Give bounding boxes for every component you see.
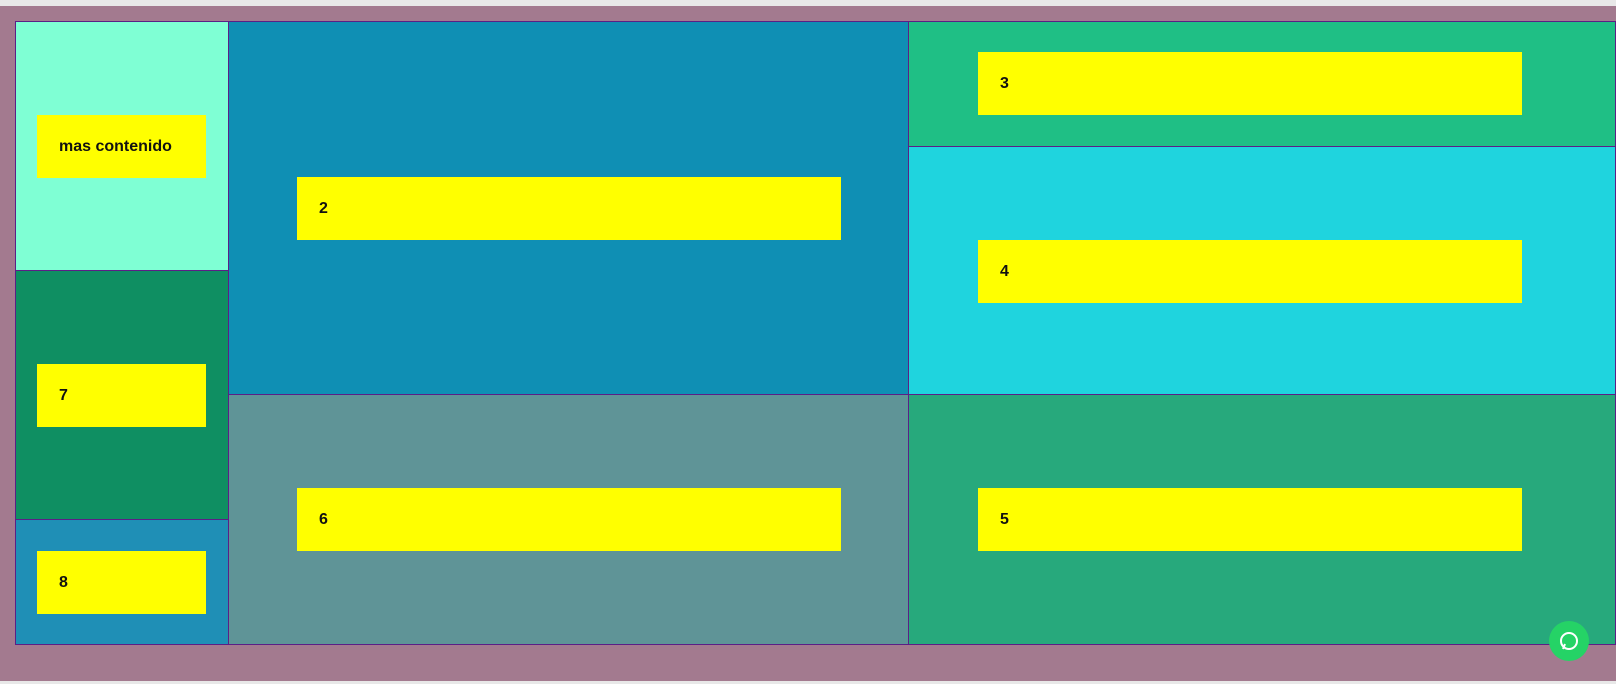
content-box-label: 5 <box>1000 510 1009 528</box>
content-box-3: 3 <box>978 52 1522 115</box>
content-box-label: 3 <box>1000 74 1009 92</box>
chat-bubble-icon <box>1560 632 1578 650</box>
content-box-4: 4 <box>978 240 1522 303</box>
content-box-label: mas contenido <box>59 137 172 155</box>
grid-cell-2: 2 <box>228 21 909 395</box>
content-box-2: 2 <box>297 177 841 240</box>
content-box-5: 5 <box>978 488 1522 551</box>
content-box-label: 6 <box>319 510 328 528</box>
grid-cell-6: 6 <box>228 394 909 645</box>
grid-cell-1: mas contenido <box>15 21 229 271</box>
grid-cell-5: 5 <box>908 394 1616 645</box>
content-box-1: mas contenido <box>37 115 206 178</box>
grid-cell-8: 8 <box>15 519 229 645</box>
content-box-6: 6 <box>297 488 841 551</box>
grid-layout: mas contenido 7 8 2 6 3 4 5 <box>15 21 1616 645</box>
content-box-label: 4 <box>1000 262 1009 280</box>
content-box-label: 2 <box>319 199 328 217</box>
content-box-7: 7 <box>37 364 206 427</box>
content-box-label: 8 <box>59 573 68 591</box>
content-box-label: 7 <box>59 386 68 404</box>
grid-cell-7: 7 <box>15 270 229 520</box>
content-box-8: 8 <box>37 551 206 614</box>
grid-cell-3: 3 <box>908 21 1616 147</box>
grid-cell-4: 4 <box>908 146 1616 395</box>
whatsapp-icon[interactable] <box>1549 621 1589 661</box>
